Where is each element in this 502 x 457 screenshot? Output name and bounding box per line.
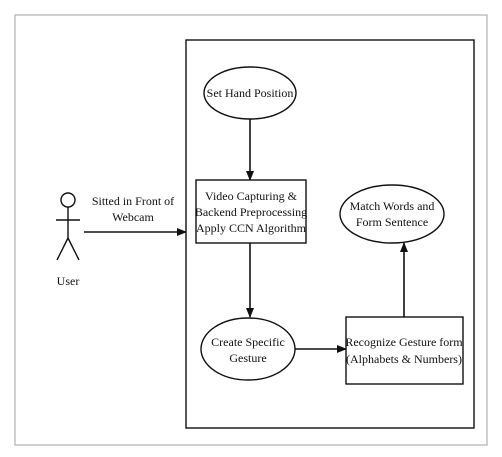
connector-label-line-1: Sitted in Front of [92, 194, 174, 208]
video-capturing-label-1: Video Capturing & [205, 189, 298, 203]
recognize-gesture-label-2: (Alphabets & Numbers) [346, 352, 462, 366]
match-words-node [339, 184, 445, 244]
create-gesture-node [200, 317, 296, 381]
actor-head [60, 192, 76, 208]
video-capturing-node [195, 179, 307, 244]
match-words-label-2: Form Sentence [356, 215, 428, 229]
recognize-gesture-node [345, 316, 464, 385]
connector-label-line-2: Webcam [112, 210, 154, 224]
match-words-label-1: Match Words and [350, 199, 435, 213]
video-capturing-label-3: Apply CCN Algorithm [196, 221, 307, 235]
set-hand-position-label: Set Hand Position [207, 86, 294, 100]
create-gesture-label-1: Create Specific [211, 335, 285, 349]
actor-leg-right [67, 237, 80, 261]
outer-frame [14, 14, 488, 446]
user-actor [56, 192, 80, 261]
create-gesture-label-2: Gesture [229, 351, 266, 365]
actor-label: User [57, 274, 80, 288]
actor-leg-left [56, 237, 69, 261]
video-capturing-label-2: Backend Preprocessing [195, 205, 307, 219]
recognize-gesture-label-1: Recognize Gesture form [345, 335, 463, 349]
